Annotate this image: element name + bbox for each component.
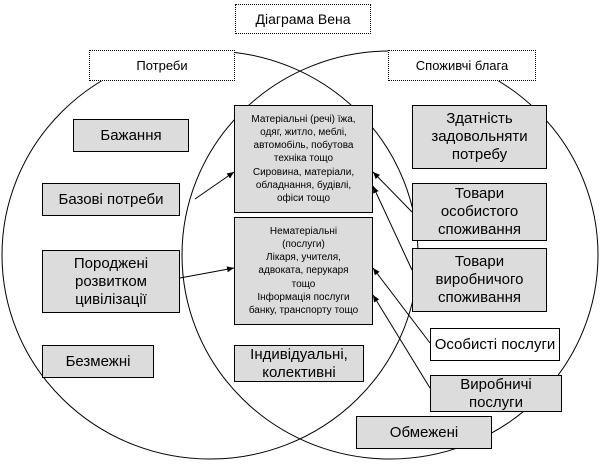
diagram-title: Діаграма Вена (235, 4, 371, 34)
needs-header: Потреби (89, 50, 235, 81)
material-goods-box: Матеріальні (речі) їжа, одяг, житло, меб… (234, 105, 373, 213)
personal-services-box: Особисті послуги (430, 328, 560, 361)
satisfy-need-box: Здатність задовольняти потребу (412, 105, 547, 169)
arrow-civilization-to-immaterial (179, 266, 235, 279)
arrow-personal-services-to-immaterial (372, 267, 431, 344)
immaterial-services-box: Нематеріальні (послуги) Лікаря, учителя,… (234, 217, 373, 325)
arrow-basic-to-material (194, 171, 235, 200)
civilization-needs-box: Породжені розвитком цивілізації (42, 250, 180, 313)
goods-header: Споживчі блага (388, 50, 536, 81)
arrow-personal-goods-to-material (372, 171, 413, 213)
production-services-box: Виробничі послуги (430, 375, 562, 412)
basic-needs-box: Базові потреби (42, 183, 180, 216)
limited-box: Обмежені (356, 416, 492, 449)
arrow-production-services-to-immaterial (372, 294, 431, 389)
unlimited-box: Безмежні (42, 345, 154, 378)
desires-box: Бажання (73, 119, 189, 152)
production-goods-box: Товари виробничого споживання (412, 248, 547, 312)
personal-goods-box: Товари особистого споживання (412, 183, 547, 241)
individual-collective-box: Індивідуальні, колективні (234, 345, 364, 382)
arrow-production-goods-to-material (372, 185, 413, 271)
